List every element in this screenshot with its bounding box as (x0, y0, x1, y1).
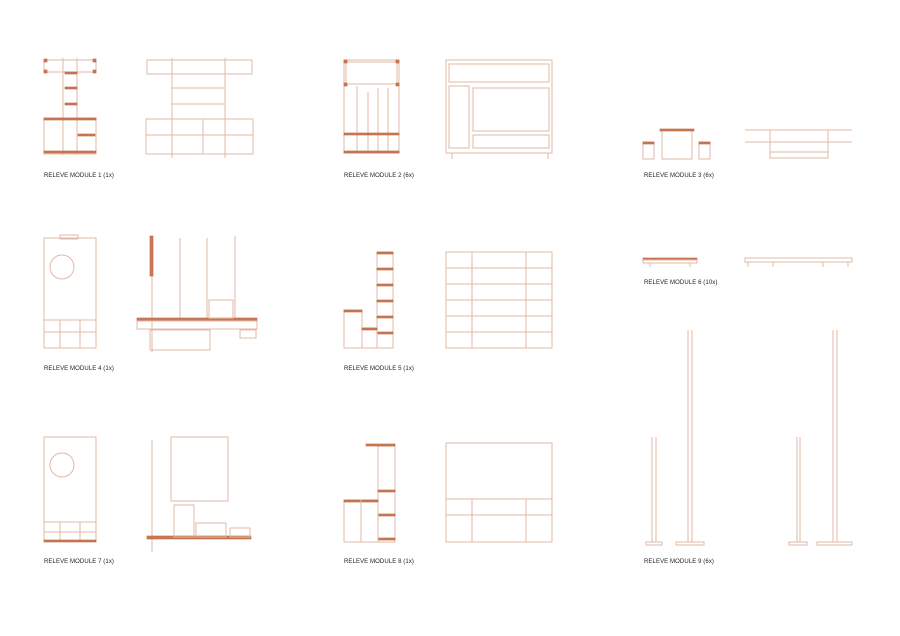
module-7-label: RELEVE MODULE 7 (1x) (44, 559, 115, 565)
module-6-front-elevation (642, 257, 698, 267)
module-2-side-elevation (445, 59, 553, 159)
module-1-front-elevation (43, 58, 97, 155)
module-9-side-elevation (788, 330, 853, 546)
module-5-side-elevation (445, 251, 553, 349)
module-7-front-elevation (43, 436, 97, 543)
module-5-front-elevation (343, 251, 394, 349)
module-2-front-elevation (343, 59, 400, 154)
module-7-side-elevation (146, 436, 252, 552)
module-2-label: RELEVE MODULE 2 (6x) (344, 173, 415, 179)
module-6-side-elevation (744, 257, 853, 267)
module-6-label: RELEVE MODULE 6 (10x) (644, 280, 718, 286)
module-4-front-elevation (43, 234, 97, 349)
module-3-front-elevation (642, 128, 711, 160)
module-1-label: RELEVE MODULE 1 (1x) (44, 173, 115, 179)
module-8-side-elevation (445, 442, 553, 543)
module-9-front-elevation (645, 330, 705, 546)
module-4-label: RELEVE MODULE 4 (1x) (44, 366, 115, 372)
module-9-label: RELEVE MODULE 9 (6x) (644, 559, 715, 565)
module-8-front-elevation (343, 443, 396, 543)
module-3-side-elevation (745, 129, 852, 159)
module-3-label: RELEVE MODULE 3 (6x) (644, 173, 715, 179)
module-5-label: RELEVE MODULE 5 (1x) (344, 366, 415, 372)
module-4-side-elevation (136, 235, 258, 352)
module-1-side-elevation (145, 58, 254, 158)
module-8-label: RELEVE MODULE 8 (1x) (344, 559, 415, 565)
